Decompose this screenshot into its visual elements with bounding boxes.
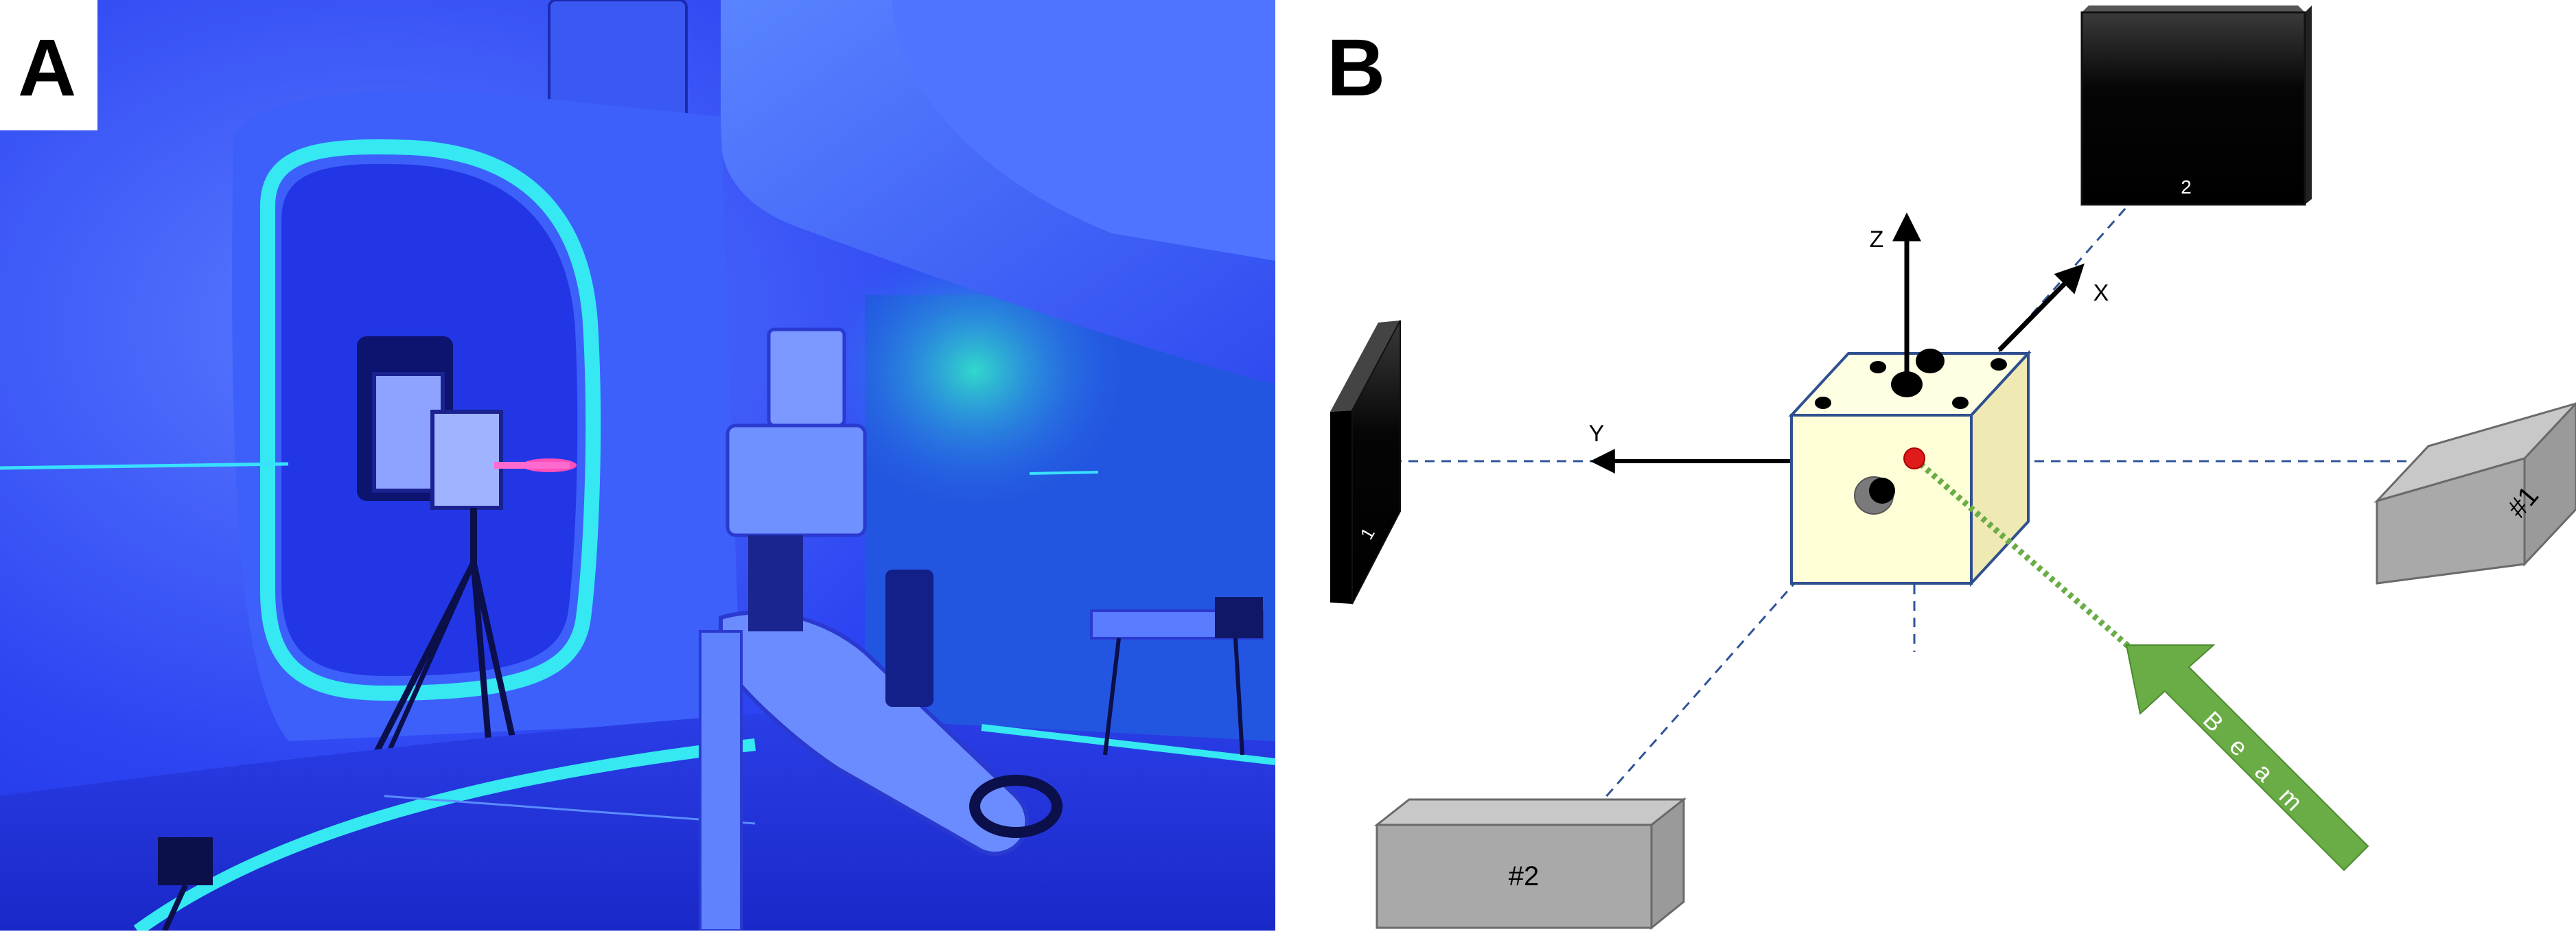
detector-panel-2 (2080, 5, 2312, 206)
couch-base (699, 630, 743, 931)
laser-line-right (1029, 471, 1099, 475)
box-2 (1373, 797, 1687, 931)
tripod-leg-inner (382, 561, 476, 763)
marker-dot (1870, 361, 1886, 373)
cube-top-markers (1815, 349, 2007, 409)
robot-joint (748, 535, 803, 631)
laser-line-left (0, 462, 289, 470)
couch-ring (969, 775, 1063, 838)
imaging-panel-top (767, 327, 846, 428)
panel-a-label-box (0, 0, 97, 130)
marker-dot (1815, 397, 1831, 409)
camera-body (158, 837, 213, 885)
marker-large (1916, 349, 1945, 373)
table-monitor (1215, 597, 1263, 638)
front-hole-marker (1869, 478, 1895, 504)
table-leg-left (1103, 638, 1121, 756)
marker-dot (1991, 358, 2007, 371)
camera-leg (162, 884, 188, 931)
floor-glow-arc (133, 738, 756, 931)
floor-laser-line (384, 795, 756, 825)
z-axis-label: Z (1870, 226, 1884, 253)
y-axis-label: Y (1589, 421, 1605, 447)
panel-2-label: 2 (2181, 176, 2192, 198)
detector-panel-1 (1330, 320, 1401, 605)
marker-dot (1952, 397, 1969, 409)
setup-schematic: 2 1 #1 #2 Y X (1275, 0, 2576, 931)
glowing-bore-ring (260, 139, 601, 701)
beam-arrow (2125, 644, 2369, 872)
panel-a-label: A (18, 23, 77, 113)
imaging-panel (726, 423, 867, 537)
panel-b-label: B (1327, 23, 1386, 113)
isocenter-dot (1903, 447, 1925, 469)
box-2-label: #2 (1509, 861, 1540, 891)
table-leg-right (1233, 638, 1244, 756)
beam-path (1912, 456, 2135, 653)
gantry-rim (892, 0, 1275, 261)
floor-glow-right (981, 724, 1275, 765)
box-1 (2374, 401, 2576, 585)
stand-device (885, 570, 933, 707)
phantom-plate (430, 410, 503, 510)
x-axis-label: X (2093, 280, 2109, 306)
marker-large (1891, 371, 1923, 397)
treatment-room-illustration (0, 0, 1275, 931)
schematic-diagram: 2 1 #1 #2 Y X (1330, 5, 2576, 931)
x-axis-arrow (1997, 264, 2085, 352)
treatment-room-photo: A (0, 0, 1275, 931)
